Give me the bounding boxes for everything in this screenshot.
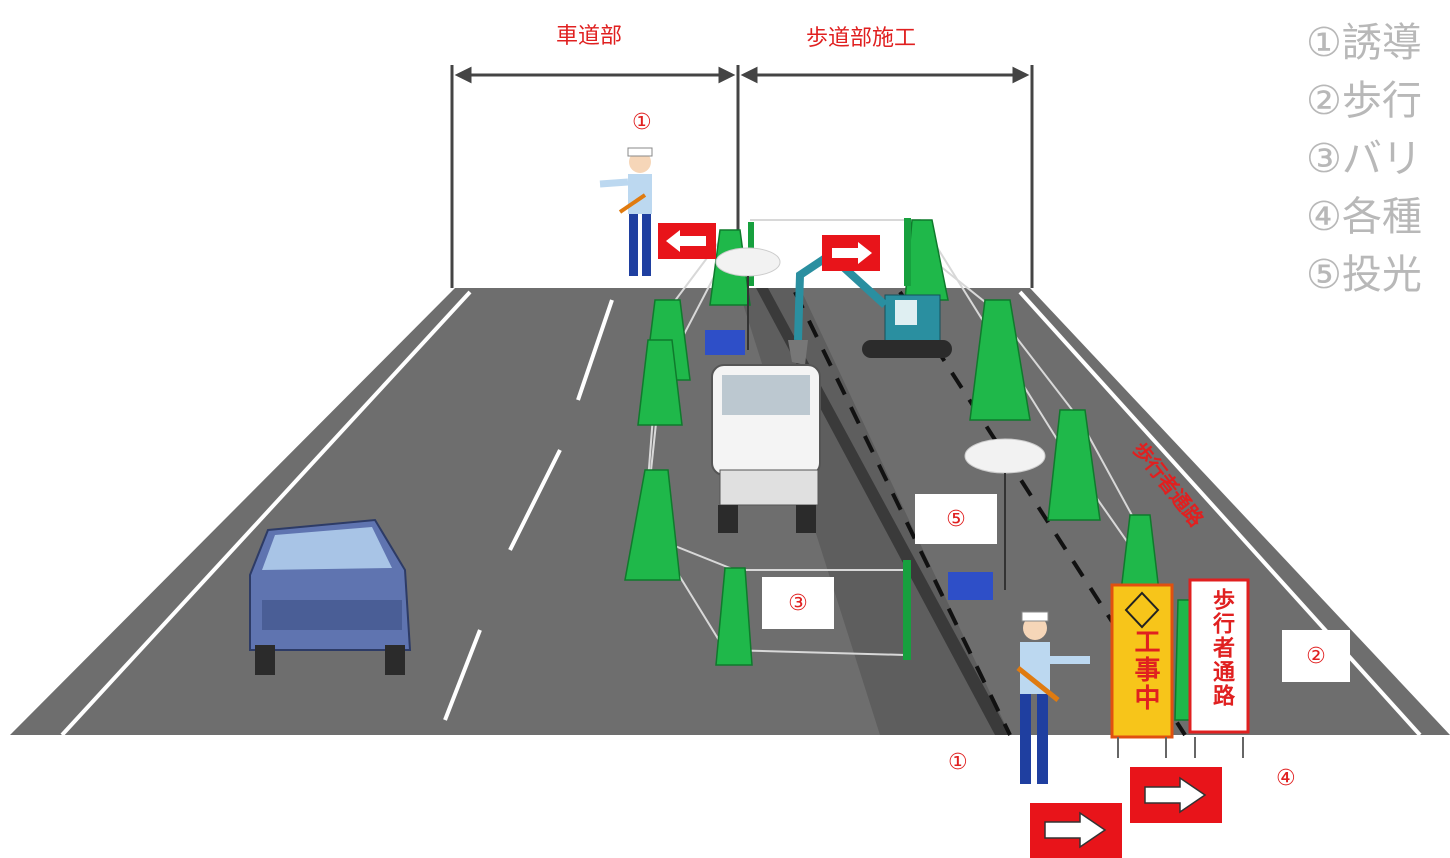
flagger-top [599,147,653,276]
construction-sign-text: 工事中 [1130,628,1160,712]
truck [711,364,821,533]
lane-dash [443,629,482,721]
marker-pedestrian-sign: ② [1282,630,1350,682]
legend-item: ③バリ [1306,136,1422,182]
floodlight-top [705,247,781,355]
construction-signboard [1110,583,1174,758]
flagger-bottom [1016,611,1090,784]
floodlight-bottom [948,438,1046,600]
pole [904,218,911,286]
road-edge-line-left [60,290,472,737]
lane-dash [576,299,614,401]
marker-flagger-top: ① [632,110,652,135]
arrow-sign-right [822,235,880,271]
excavator [788,249,952,365]
legend: ①誘導 ②歩行 ③バリ ④各種 ⑤投光 [1306,14,1422,304]
road-edge-line-right [1018,290,1422,737]
legend-item: ④各種 [1306,194,1422,240]
sidewalk-dashed-line [898,290,1187,737]
pedestrian-signboard [1188,578,1250,758]
marker-signs: ④ [1276,766,1296,791]
legend-item: ⑤投光 [1306,252,1422,298]
arrow-sign-right [1030,803,1122,858]
car [249,518,412,675]
arrow-sign-right [1130,767,1222,823]
pedestrian-sign-text: 歩行者通路 [1209,588,1234,708]
arrow-sign-left [658,223,716,259]
roadway-label: 車道部 [556,24,623,49]
lane-dash [508,449,562,551]
marker-barrier: ③ [762,577,834,629]
marker-floodlight: ⑤ [915,494,997,544]
pole [903,560,911,660]
dimension-lines [450,65,1034,288]
sidewalk-work-label: 歩道部施工 [806,26,917,51]
marker-flagger-bottom: ① [948,750,968,775]
legend-item: ①誘導 [1306,20,1422,66]
legend-item: ②歩行 [1306,78,1422,124]
